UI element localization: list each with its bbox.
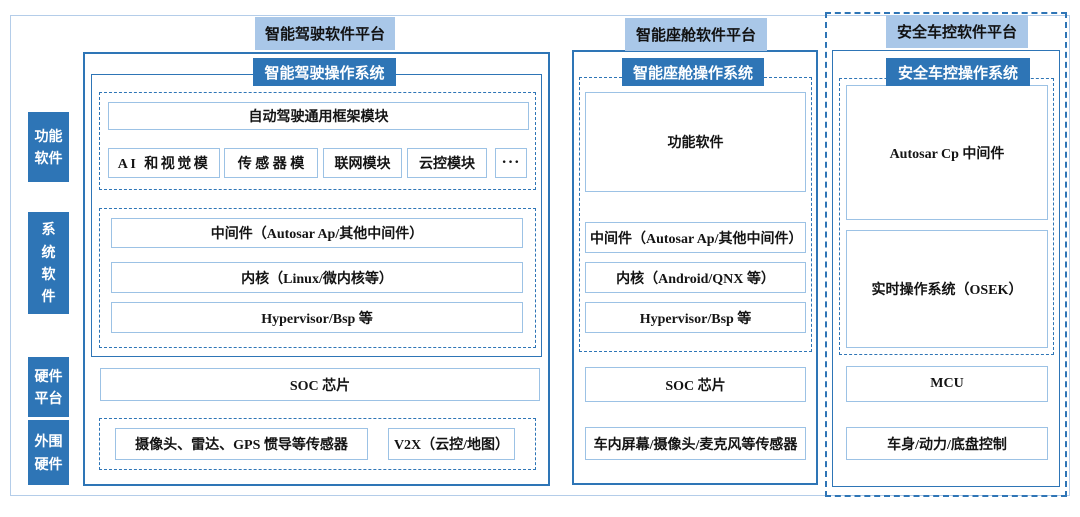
sidebar-label-line: 软 — [41, 266, 56, 282]
sidebar-item-system-software: 系 统 软 件 — [28, 212, 69, 314]
cockpit-platform-box — [572, 50, 818, 485]
cockpit-kernel: 内核（Android/QNX 等） — [585, 262, 806, 293]
driving-os-title: 智能驾驶操作系统 — [253, 58, 396, 86]
cockpit-platform-title: 智能座舱软件平台 — [625, 18, 767, 51]
sidebar-label-line: 统 — [41, 243, 56, 260]
driving-kernel: 内核（Linux/微内核等） — [111, 262, 523, 293]
driving-system-group — [99, 208, 536, 348]
cockpit-middleware: 中间件（Autosar Ap/其他中间件） — [585, 222, 806, 253]
driving-middleware: 中间件（Autosar Ap/其他中间件） — [111, 218, 523, 248]
driving-hypervisor: Hypervisor/Bsp 等 — [111, 302, 523, 333]
cockpit-hypervisor: Hypervisor/Bsp 等 — [585, 302, 806, 333]
sidebar-label-line: 外围 — [34, 433, 63, 450]
vehicle-control-outer-group — [825, 12, 1067, 497]
cockpit-sensors: 车内屏幕/摄像头/麦克风等传感器 — [585, 427, 806, 460]
sidebar-label-line: 硬件 — [34, 455, 63, 472]
cockpit-os-title: 智能座舱操作系统 — [622, 58, 764, 86]
sidebar-label-line: 平台 — [34, 390, 63, 406]
driving-sensors: 摄像头、雷达、GPS 惯导等传感器 — [115, 428, 368, 460]
vehicle-control-body-power-chassis: 车身/动力/底盘控制 — [846, 427, 1048, 460]
driving-platform-box — [83, 52, 550, 486]
driving-peripheral-group — [99, 418, 536, 470]
driving-soc-chip: SOC 芯片 — [100, 368, 540, 401]
sidebar-item-peripheral-hardware: 外围 硬件 — [28, 420, 69, 485]
cockpit-function-software: 功能软件 — [585, 92, 806, 192]
vehicle-control-platform-box — [832, 50, 1060, 487]
sidebar-label-line: 硬件 — [34, 367, 63, 384]
driving-v2x: V2X（云控/地图） — [388, 428, 515, 460]
diagram-frame — [10, 15, 1070, 496]
sidebar-label-line: 系 — [41, 221, 56, 238]
sidebar-item-functional-software: 功能 软件 — [28, 112, 69, 182]
cockpit-soc-chip: SOC 芯片 — [585, 367, 806, 402]
driving-module-ai-vision: AI 和视觉模 — [108, 148, 220, 178]
vehicle-control-autosar-cp: Autosar Cp 中间件 — [846, 85, 1048, 220]
sidebar-label-line: 软件 — [34, 150, 63, 166]
vehicle-control-mcu: MCU — [846, 366, 1048, 402]
driving-framework-module: 自动驾驶通用框架模块 — [108, 102, 529, 130]
sidebar-label-line: 功能 — [34, 127, 63, 144]
sidebar-label-line: 件 — [41, 288, 56, 305]
driving-platform-title: 智能驾驶软件平台 — [255, 17, 395, 50]
sidebar-item-hardware-platform: 硬件 平台 — [28, 357, 69, 417]
vehicle-control-platform-title: 安全车控软件平台 — [886, 15, 1028, 48]
driving-functional-group — [99, 92, 536, 190]
driving-module-ellipsis: ··· — [495, 148, 527, 178]
driving-module-cloud: 云控模块 — [407, 148, 487, 178]
driving-module-network: 联网模块 — [323, 148, 402, 178]
vehicle-control-os-title: 安全车控操作系统 — [886, 58, 1030, 86]
vehicle-control-rtos: 实时操作系统（OSEK） — [846, 230, 1048, 348]
driving-module-sensor: 传 感 器 模 — [224, 148, 318, 178]
